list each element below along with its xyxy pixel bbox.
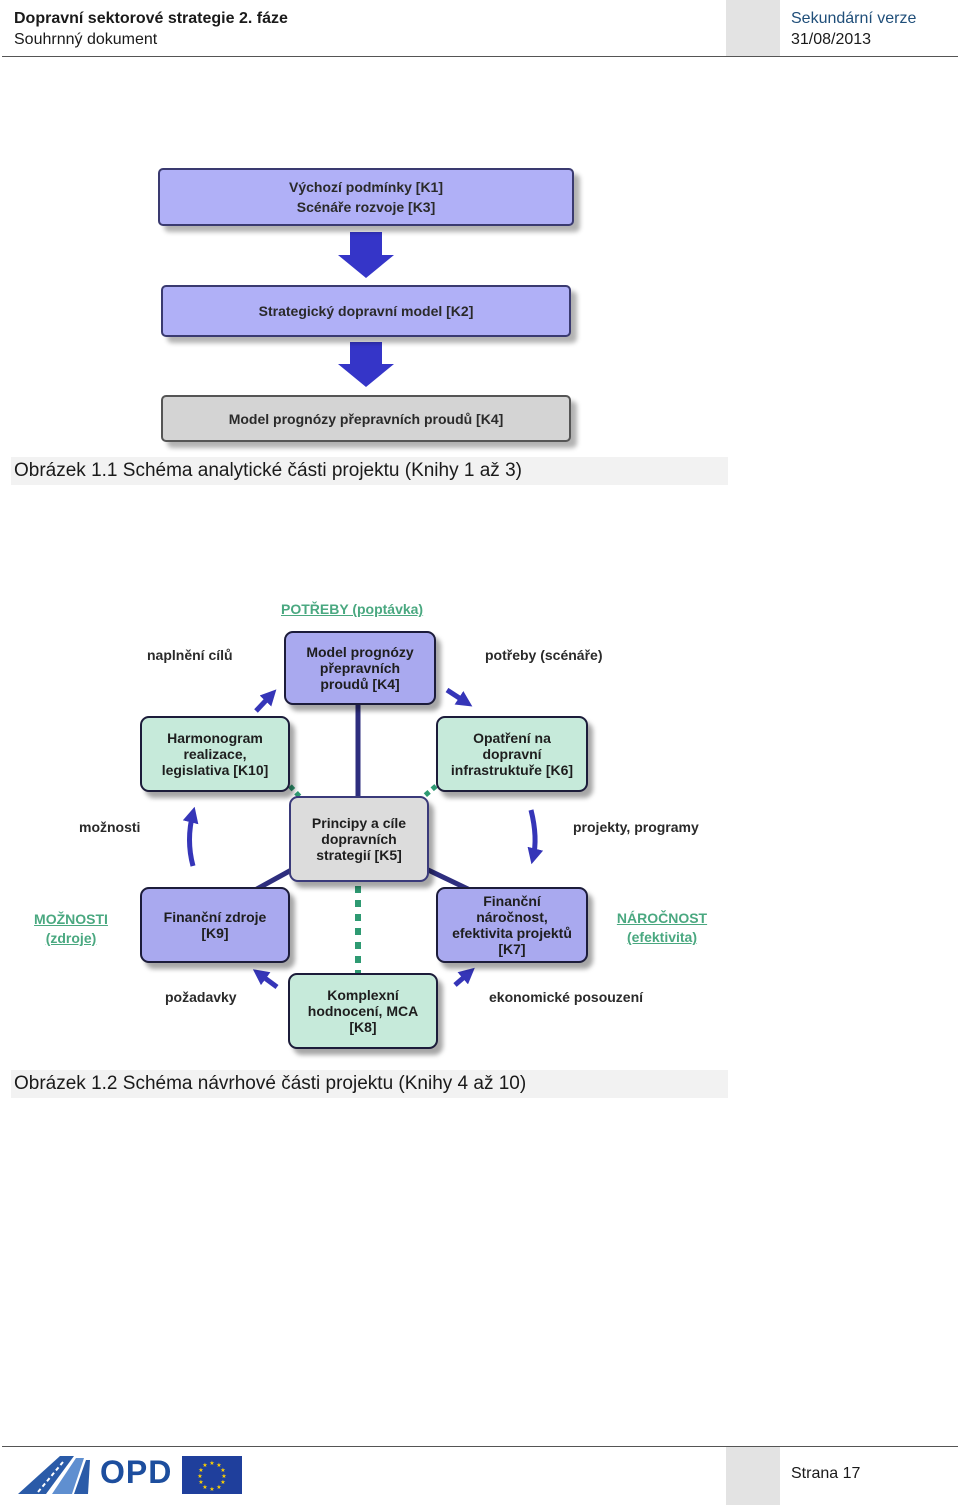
- node-k10-line3: legislativa [K10]: [161, 762, 269, 778]
- arrow-moznosti: [182, 806, 199, 867]
- node-k4-line3: proudů [K4]: [320, 676, 400, 692]
- node-k8: Komplexní hodnocení, MCA [K8]: [288, 973, 438, 1049]
- label-moznosti-zdroje: MOŽNOSTI (zdroje): [30, 910, 112, 948]
- eu-stars-icon: ★★★ ★★★ ★★★ ★★★: [197, 1460, 226, 1493]
- header-subtitle: Souhrnný dokument: [14, 31, 158, 48]
- arrow-ekonomicke: [453, 967, 475, 987]
- flow-label-projekty: projekty, programy: [573, 819, 699, 835]
- down-arrow-2: [338, 342, 394, 387]
- node-k6-line3: infrastruktuře [K6]: [450, 762, 574, 778]
- svg-text:★: ★: [202, 1484, 207, 1491]
- highway-logo-icon: [18, 1456, 90, 1494]
- dotted-k6-k5: [420, 784, 438, 800]
- node-k4-line1: Model prognózy: [306, 644, 414, 660]
- node-k5-line2: dopravních: [321, 831, 397, 847]
- node-k8-line3: [K8]: [349, 1019, 377, 1035]
- figure1-caption: Obrázek 1.1 Schéma analytické části proj…: [11, 457, 728, 485]
- arrow-naplneni-cilu: [254, 689, 277, 713]
- eu-flag-icon: ★★★ ★★★ ★★★ ★★★: [182, 1456, 242, 1494]
- svg-text:★: ★: [221, 1473, 226, 1480]
- dotted-k10-k5: [288, 784, 302, 799]
- node-k7: Finanční náročnost, efektivita projektů …: [436, 887, 588, 963]
- flow-label-potreby: potřeby (scénáře): [485, 647, 603, 663]
- box-model-prognozy: Model prognózy přepravních proudů [K4]: [161, 395, 571, 442]
- node-k7-line4: [K7]: [498, 941, 526, 957]
- connector-k5-k7: [422, 865, 472, 893]
- box-vychozi-line1: Výchozí podmínky [K1]: [288, 179, 444, 195]
- figure2-caption: Obrázek 1.2 Schéma návrhové části projek…: [11, 1070, 728, 1098]
- node-k9: Finanční zdroje [K9]: [140, 887, 290, 963]
- node-k9-line1: Finanční zdroje: [163, 909, 267, 925]
- node-k9-line2: [K9]: [201, 925, 229, 941]
- node-k7-line3: efektivita projektů: [452, 925, 572, 941]
- figure1-arrows: [338, 232, 394, 387]
- box-strategicky-label: Strategický dopravní model [K2]: [258, 303, 474, 319]
- svg-text:★: ★: [198, 1479, 203, 1486]
- node-k4-line2: přepravních: [319, 660, 401, 676]
- footer-divider: [2, 1446, 958, 1447]
- node-k5-line1: Principy a cíle: [311, 815, 407, 831]
- page-number: Strana 17: [791, 1465, 861, 1482]
- header-tab-block: [726, 0, 780, 57]
- svg-text:★: ★: [198, 1467, 203, 1474]
- opd-logo-text: OPD: [100, 1454, 173, 1490]
- label-efektivita: (efektivita): [626, 929, 698, 945]
- svg-text:★: ★: [220, 1467, 225, 1474]
- label-potreby-poptavka: POTŘEBY (poptávka): [281, 601, 424, 617]
- node-k7-line1: Finanční: [483, 893, 541, 909]
- box-vychozi-podminky: Výchozí podmínky [K1] Scénáře rozvoje [K…: [158, 168, 574, 226]
- box-vychozi-line2: Scénáře rozvoje [K3]: [296, 199, 436, 215]
- label-moznosti: MOŽNOSTI: [34, 911, 108, 927]
- arrow-projekty: [527, 809, 544, 865]
- box-model-prognozy-label: Model prognózy přepravních proudů [K4]: [228, 410, 504, 427]
- node-k6-line2: dopravní: [482, 746, 542, 762]
- node-k8-line1: Komplexní: [327, 987, 399, 1003]
- node-k10: Harmonogram realizace, legislativa [K10]: [140, 716, 290, 792]
- header-version: Sekundární verze: [791, 10, 917, 27]
- flow-label-moznosti: možnosti: [79, 819, 141, 835]
- svg-text:★: ★: [220, 1479, 225, 1486]
- header-divider: [2, 56, 958, 57]
- footer-tab-block: [726, 1447, 780, 1505]
- label-narocnost: NÁROČNOST: [616, 910, 708, 926]
- node-k8-line2: hodnocení, MCA: [307, 1003, 419, 1019]
- node-k7-line2: náročnost,: [476, 909, 548, 925]
- svg-text:★: ★: [216, 1484, 221, 1491]
- node-k10-line1: Harmonogram: [167, 730, 263, 746]
- node-k6: Opatření na dopravní infrastruktuře [K6]: [436, 716, 588, 792]
- svg-text:★: ★: [209, 1460, 214, 1467]
- svg-text:★: ★: [202, 1462, 207, 1469]
- svg-text:★: ★: [216, 1462, 221, 1469]
- node-k6-line1: Opatření na: [473, 730, 551, 746]
- down-arrow-1: [338, 232, 394, 278]
- svg-text:★: ★: [209, 1486, 214, 1493]
- flow-label-ekonomicke: ekonomické posouzení: [489, 989, 644, 1005]
- node-k4: Model prognózy přepravních proudů [K4]: [284, 631, 436, 705]
- header-date: 31/08/2013: [791, 31, 872, 48]
- connector-k5-k9: [253, 865, 297, 893]
- arrow-pozadavky: [252, 969, 279, 990]
- label-narocnost-efektivita: NÁROČNOST (efektivita): [612, 909, 712, 947]
- header-title: Dopravní sektorové strategie 2. fáze: [14, 10, 288, 27]
- label-zdroje: (zdroje): [45, 930, 97, 946]
- flow-label-pozadavky: požadavky: [165, 989, 237, 1005]
- flow-label-naplneni: naplnění cílů: [147, 647, 233, 663]
- box-strategicky-model: Strategický dopravní model [K2]: [161, 285, 571, 337]
- svg-text:★: ★: [197, 1473, 202, 1480]
- node-k10-line2: realizace,: [183, 746, 247, 762]
- node-k5-line3: strategií [K5]: [316, 847, 402, 863]
- arrow-potreby: [445, 687, 473, 707]
- node-k5: Principy a cíle dopravních strategií [K5…: [289, 796, 429, 882]
